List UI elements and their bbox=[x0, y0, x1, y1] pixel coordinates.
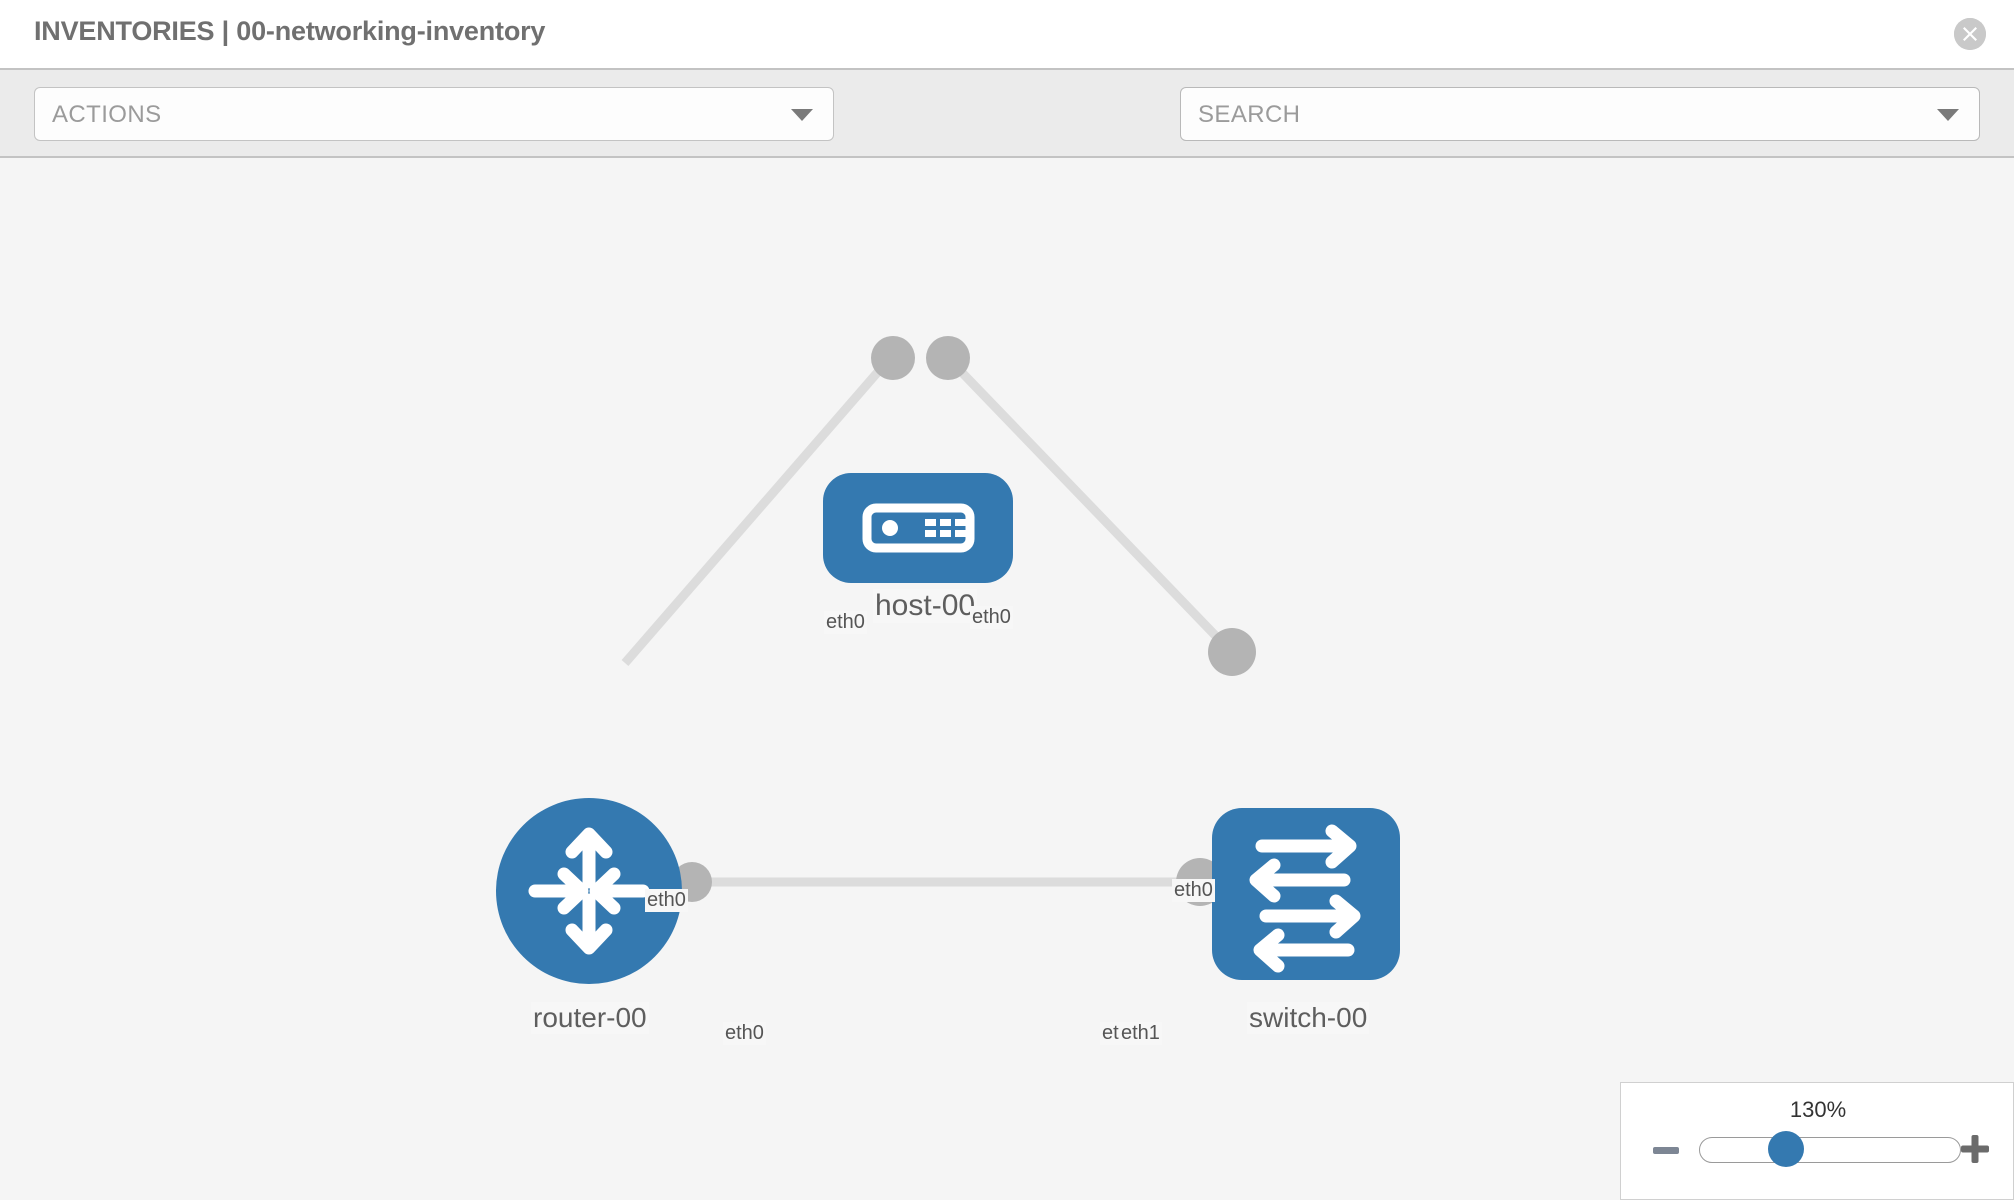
node-router-00[interactable] bbox=[496, 798, 682, 984]
node-host-00[interactable] bbox=[823, 473, 1013, 583]
topology-canvas[interactable]: host-00 router-00 switch-00 eth0 eth0 et… bbox=[0, 158, 2014, 1200]
page-header: INVENTORIES | 00-networking-inventory bbox=[0, 0, 2014, 68]
node-label-switch-00: switch-00 bbox=[1247, 1002, 1370, 1034]
node-switch-00[interactable] bbox=[1212, 808, 1400, 980]
connector-switch00-top[interactable] bbox=[1208, 628, 1256, 676]
switch-arrows-icon bbox=[1249, 824, 1361, 973]
connector-host00-right[interactable] bbox=[926, 336, 970, 380]
iface-label-host00-router00: eth0 bbox=[824, 611, 867, 634]
search-input[interactable]: SEARCH bbox=[1180, 87, 1980, 141]
edge-host00-switch00[interactable] bbox=[944, 354, 1241, 662]
node-label-host-00: host-00 bbox=[873, 589, 978, 623]
zoom-out-button[interactable] bbox=[1651, 1135, 1681, 1165]
iface-label-router00-host00: eth0 bbox=[645, 889, 688, 912]
edge-host00-router00[interactable] bbox=[621, 355, 894, 666]
iface-label-switch00-host00: eth0 bbox=[1172, 879, 1215, 902]
node-label-router-00: router-00 bbox=[531, 1002, 649, 1034]
iface-label-switch00-router00: eth1 bbox=[1119, 1022, 1162, 1045]
zoom-in-button[interactable] bbox=[1959, 1133, 1991, 1165]
iface-label-host00-switch00: eth0 bbox=[970, 606, 1013, 629]
zoom-percent-label: 130% bbox=[1789, 1097, 1847, 1122]
router-arrows-icon bbox=[528, 827, 650, 955]
zoom-slider-track[interactable] bbox=[1699, 1137, 1961, 1163]
chevron-down-icon bbox=[791, 109, 813, 121]
topology-edges bbox=[621, 354, 1241, 887]
search-input-value: SEARCH bbox=[1198, 101, 1301, 128]
iface-label-router00-switch00: eth0 bbox=[723, 1022, 766, 1045]
actions-dropdown-value: ACTIONS bbox=[52, 101, 162, 128]
topology-graph bbox=[496, 336, 1400, 984]
actions-dropdown[interactable]: ACTIONS bbox=[34, 87, 834, 141]
zoom-control-panel: 130% bbox=[1620, 1082, 2014, 1200]
toolbar: ACTIONS SEARCH bbox=[0, 68, 2014, 198]
chevron-down-icon bbox=[1937, 109, 1959, 121]
zoom-slider-handle[interactable] bbox=[1768, 1131, 1804, 1167]
page-title: INVENTORIES | 00-networking-inventory bbox=[34, 16, 546, 46]
server-device-icon bbox=[862, 503, 975, 553]
close-icon[interactable] bbox=[1954, 18, 1986, 50]
connector-host00-left[interactable] bbox=[871, 336, 915, 380]
